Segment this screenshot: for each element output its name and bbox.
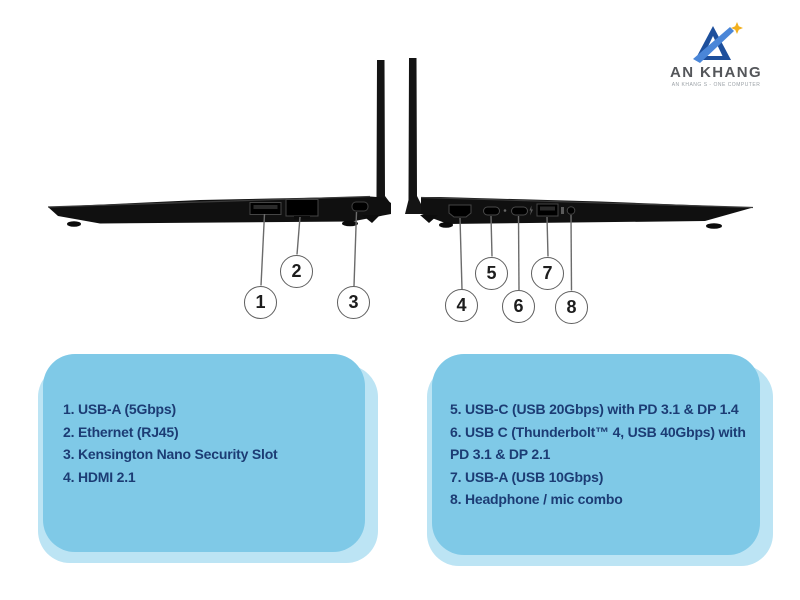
callout-number: 7	[542, 263, 553, 283]
legend-item: 2. Ethernet (RJ45)	[63, 423, 179, 440]
laptop-left-rubber-foot	[342, 220, 358, 227]
laptop-left-hinge-foot	[362, 215, 380, 223]
brand-tagline: AN KHANG S - ONE COMPUTER	[671, 82, 761, 88]
ethernet-port-icon	[285, 199, 319, 217]
usb-a-tongue	[540, 206, 555, 211]
leader-line-5	[490, 215, 493, 257]
callout-number: 2	[291, 261, 302, 281]
callout-number: 4	[456, 295, 467, 315]
callout-circle-5: 5	[475, 257, 508, 290]
ethernet-notch	[294, 216, 310, 220]
legend-item: 4. HDMI 2.1	[63, 468, 136, 485]
leader-line-7	[546, 216, 549, 257]
usb-label-icon	[561, 207, 564, 214]
laptops-diagram	[47, 58, 754, 291]
laptop-right-rubber-foot	[706, 223, 722, 229]
logo-swoosh	[693, 27, 734, 63]
callout-number: 1	[255, 292, 266, 312]
leader-line-2	[296, 216, 301, 255]
leader-line-3	[353, 211, 358, 287]
laptop-right-side-view	[405, 58, 754, 291]
headphone-jack-icon	[566, 206, 576, 215]
brand-name: AN KHANG	[669, 64, 763, 81]
logo-star-icon	[731, 22, 743, 34]
callout-circle-6: 6	[502, 290, 535, 323]
legend-item: 7. USB-A (USB 10Gbps)	[450, 468, 604, 485]
leader-line-6	[517, 215, 520, 291]
kensington-slot-icon	[351, 201, 369, 212]
usb-a-tongue	[253, 205, 278, 209]
hdmi-port-icon	[448, 204, 472, 218]
callout-number: 5	[486, 263, 497, 283]
laptop-right-hinge-foot	[420, 215, 438, 223]
callout-number: 8	[566, 297, 577, 317]
laptop-left-side-view	[47, 60, 391, 287]
laptop-left-base	[48, 196, 391, 224]
usb-c-thunderbolt-port-icon	[511, 206, 528, 216]
laptop-left-lid	[376, 60, 391, 214]
callout-number: 6	[513, 296, 524, 316]
legend-item: 8. Headphone / mic combo	[450, 491, 623, 507]
legend-item: 6. USB C (Thunderbolt™ 4, USB 40Gbps) wi…	[450, 423, 746, 463]
callout-circle-4: 4	[445, 289, 478, 322]
callout-circle-7: 7	[531, 257, 564, 290]
callout-circle-1: 1	[244, 286, 277, 319]
legend-panel-left: 1. USB-A (5Gbps) 2. Ethernet (RJ45) 3. K…	[43, 354, 365, 552]
thunderbolt-icon	[529, 205, 533, 216]
legend-list-right: 5. USB-C (USB 20Gbps) with PD 3.1 & DP 1…	[450, 398, 746, 511]
callout-circle-3: 3	[337, 286, 370, 319]
laptop-left-rubber-foot	[67, 221, 81, 227]
callout-number: 3	[348, 292, 359, 312]
leader-line-8	[570, 214, 573, 291]
legend-panel-right: 5. USB-C (USB 20Gbps) with PD 3.1 & DP 1…	[432, 354, 760, 555]
laptop-right-lid	[405, 58, 421, 214]
callout-circle-8: 8	[555, 291, 588, 324]
laptop-right-edge-highlight	[420, 196, 754, 209]
laptop-right-rubber-foot	[439, 222, 453, 228]
leader-line-1	[260, 213, 266, 286]
legend-item: 5. USB-C (USB 20Gbps) with PD 3.1 & DP 1…	[450, 401, 739, 417]
usb-c-port-icon	[483, 206, 500, 216]
callout-circle-2: 2	[280, 255, 313, 288]
legend-list-left: 1. USB-A (5Gbps) 2. Ethernet (RJ45) 3. K…	[63, 398, 349, 488]
leader-line-4	[459, 217, 463, 290]
laptop-left-edge-highlight	[47, 195, 371, 208]
legend-item: 3. Kensington Nano Security Slot	[63, 446, 278, 462]
an-khang-logo-icon	[693, 22, 743, 63]
brand-logo: AN KHANG AN KHANG S - ONE COMPUTER	[662, 22, 770, 88]
legend-item: 1. USB-A (5Gbps)	[63, 401, 176, 417]
laptop-right-base	[421, 197, 753, 224]
led-dot-icon	[503, 209, 507, 212]
